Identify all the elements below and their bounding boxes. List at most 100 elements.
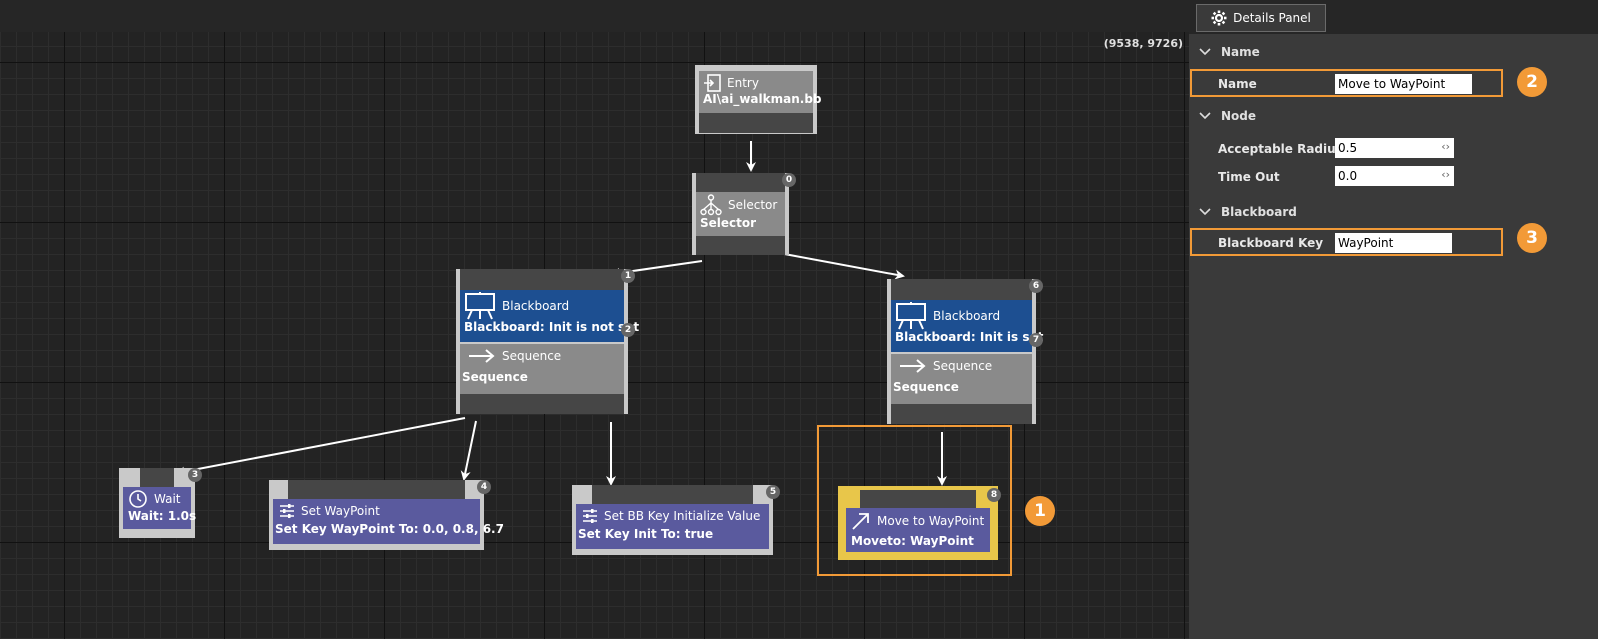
wait-node[interactable]: Wait Wait: 1.0s 3 [119, 468, 202, 538]
node-index-badge: 5 [766, 485, 780, 499]
spinner-arrows-icon[interactable]: ‹› [1441, 140, 1450, 153]
bb-left-subtitle: Blackboard: Init is not set [464, 320, 640, 334]
set-waypoint-title: Set WayPoint [301, 504, 380, 518]
bb-right-seq-subtitle: Sequence [893, 380, 959, 394]
blackboard-icon [895, 302, 927, 330]
prop-timeout-label: Time Out [1218, 170, 1280, 184]
bb-left-seq-title: Sequence [502, 349, 562, 363]
acceptable-radius-field[interactable]: 0.5 ‹› [1335, 138, 1454, 158]
spinner-arrows-icon[interactable]: ‹› [1441, 168, 1450, 181]
node-index-badge: 8 [987, 488, 1001, 502]
bb-left-output-pin[interactable] [460, 394, 624, 414]
blackboard-sequence-node-right[interactable]: Blackboard Blackboard: Init is set Seque… [887, 279, 1044, 424]
selector-output-pin[interactable] [696, 236, 785, 255]
clock-icon [128, 489, 148, 509]
bb-right-decorator[interactable]: Blackboard Blackboard: Init is set [891, 300, 1044, 352]
selector-subtitle: Selector [700, 216, 757, 230]
bb-left-title: Blackboard [502, 299, 570, 313]
callout-2: 2 [1517, 67, 1547, 97]
callout-3: 3 [1517, 223, 1547, 253]
move-to-input-pin[interactable] [860, 490, 976, 508]
name-highlight [1190, 69, 1503, 97]
prop-name-label: Name [1218, 77, 1257, 91]
entry-title: Entry [727, 76, 759, 90]
entry-node[interactable]: Entry AI\ai_walkman.bb [695, 65, 822, 134]
blackboard-sequence-node-left[interactable]: Blackboard Blackboard: Init is not set S… [456, 269, 640, 414]
behavior-tree-canvas[interactable]: (9538, 9726) Entry AI\ai_wa [0, 0, 1189, 639]
details-panel: Details Panel Name Name Move to WayPoint… [1189, 0, 1598, 639]
entry-icon [703, 74, 721, 92]
node-index-badge: 7 [1029, 333, 1043, 347]
node-index-badge: 2 [621, 323, 635, 337]
node-index-badge: 4 [477, 480, 491, 494]
bb-right-subtitle: Blackboard: Init is set [895, 330, 1044, 344]
edge-seq-wait [175, 417, 466, 477]
entry-output-pin[interactable] [699, 113, 813, 133]
selector-input-pin[interactable] [696, 173, 785, 192]
move-to-highlight [817, 425, 1012, 576]
name-field[interactable]: Move to WayPoint [1335, 74, 1472, 94]
time-out-field[interactable]: 0.0 ‹› [1335, 166, 1454, 186]
callout-1: 1 [1025, 496, 1055, 526]
bb-right-seq-title: Sequence [933, 359, 993, 373]
node-index-badge: 0 [782, 173, 796, 187]
set-bb-subtitle: Set Key Init To: true [578, 527, 714, 541]
set-bb-input-pin[interactable] [592, 485, 753, 504]
section-blackboard-header[interactable]: Blackboard [1189, 197, 1297, 227]
prop-radius-row: Acceptable Radius 0.5 ‹› [1189, 136, 1598, 162]
chevron-down-icon [1199, 48, 1211, 56]
node-index-badge: 6 [1029, 279, 1043, 293]
move-to-subtitle: Moveto: WayPoint [851, 534, 974, 548]
move-to-waypoint-node[interactable]: Move to WayPoint Moveto: WayPoint 8 [838, 486, 1001, 560]
prop-timeout-row: Time Out 0.0 ‹› [1189, 164, 1598, 190]
set-bb-key-node[interactable]: Set BB Key Initialize Value Set Key Init… [572, 485, 780, 555]
sequence-arrow-icon [899, 358, 927, 374]
blackboard-key-field[interactable]: WayPoint [1335, 233, 1452, 253]
edge-seq-setwaypoint [460, 420, 477, 481]
prop-bbkey-row: Blackboard Key WayPoint [1189, 230, 1598, 256]
section-name-label: Name [1221, 45, 1260, 59]
bb-left-decorator[interactable]: Blackboard Blackboard: Init is not set [460, 290, 640, 342]
blackboard-key-highlight [1190, 228, 1503, 256]
section-name-header[interactable]: Name [1189, 37, 1260, 67]
move-to-title: Move to WayPoint [877, 514, 985, 528]
details-panel-title: Details Panel [1233, 11, 1311, 25]
selector-icon [700, 194, 722, 216]
node-index-badge: 1 [621, 269, 635, 283]
selector-title: Selector [728, 198, 778, 212]
canvas-toolbar [0, 0, 1189, 32]
cursor-coordinates: (9538, 9726) [1103, 37, 1183, 50]
sliders-icon [582, 508, 598, 524]
bb-left-seq-subtitle: Sequence [462, 370, 528, 384]
details-panel-tab[interactable]: Details Panel [1196, 4, 1326, 32]
set-waypoint-subtitle: Set Key WayPoint To: 0.0, 0.8, 6.7 [275, 522, 504, 536]
bb-right-input-pin[interactable] [891, 279, 1032, 300]
wait-subtitle: Wait: 1.0s [128, 509, 197, 523]
prop-bbkey-label: Blackboard Key [1218, 236, 1324, 250]
prop-name-row: Name Move to WayPoint [1189, 71, 1598, 97]
details-panel-header: Details Panel [1189, 0, 1598, 34]
section-node-label: Node [1221, 109, 1257, 123]
entry-subtitle: AI\ai_walkman.bb [703, 92, 822, 106]
bb-right-output-pin[interactable] [891, 404, 1032, 424]
chevron-down-icon [1199, 208, 1211, 216]
section-blackboard-label: Blackboard [1221, 205, 1297, 219]
wait-input-pin[interactable] [140, 468, 174, 487]
blackboard-icon [464, 292, 496, 320]
edge-selector-bb-right [778, 252, 905, 280]
selector-node[interactable]: Selector Selector 0 [692, 173, 796, 255]
bb-left-input-pin[interactable] [460, 269, 624, 290]
time-out-value: 0.0 [1338, 169, 1358, 183]
section-node-header[interactable]: Node [1189, 101, 1256, 131]
set-bb-title: Set BB Key Initialize Value [604, 509, 761, 523]
set-waypoint-node[interactable]: Set WayPoint Set Key WayPoint To: 0.0, 0… [269, 480, 504, 550]
bb-left-sequence[interactable]: Sequence Sequence [460, 344, 624, 394]
bb-right-title: Blackboard [933, 309, 1001, 323]
node-index-badge: 3 [188, 468, 202, 482]
wait-title: Wait [154, 492, 181, 506]
set-waypoint-input-pin[interactable] [288, 480, 465, 499]
prop-radius-label: Acceptable Radius [1218, 142, 1343, 156]
arrow-up-right-icon [851, 511, 871, 531]
bb-right-sequence[interactable]: Sequence Sequence [891, 354, 1032, 404]
chevron-down-icon [1199, 112, 1211, 120]
